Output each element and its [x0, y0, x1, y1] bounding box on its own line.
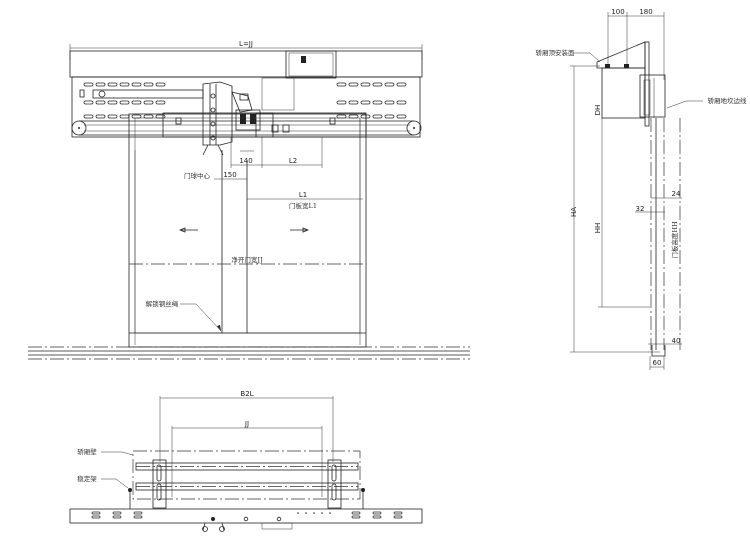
side-sill — [651, 345, 666, 357]
unlock-cable-label: 解锁钢丝绳 — [146, 299, 179, 308]
drive-pulley-icon — [98, 90, 106, 98]
panel-width-label: 门板宽L1 — [289, 201, 317, 210]
header-rail — [69, 50, 423, 78]
dim-ha: HA — [570, 207, 578, 217]
overall-width-dimension: L=JJ — [69, 40, 423, 60]
base-plate — [69, 508, 423, 524]
opening-arrows — [178, 227, 310, 233]
drive-belt-upper — [92, 89, 204, 99]
dim-jj: JJ — [244, 420, 249, 428]
car-wall-label: 轿厢壁 — [77, 447, 97, 456]
door-ball-center-label: 门球中心 — [184, 171, 211, 180]
mount-bracket — [596, 41, 646, 69]
side-door-panel — [650, 118, 681, 357]
panel-height-label: 门板高度HH — [670, 221, 679, 259]
car-top-mount-label: 轿厢顶安装面 — [536, 48, 576, 57]
dim-24: 24 — [672, 190, 681, 198]
dim-180: 180 — [639, 8, 652, 16]
side-view: 100 180 轿厢顶安装面 轿厢地坎边线 HA DH HH 24 32 — [536, 8, 748, 370]
car-wall-outline — [132, 450, 361, 500]
motor-icon — [301, 56, 306, 63]
door-sill — [28, 346, 470, 360]
operator-side-box — [639, 74, 666, 118]
dim-b2l: B2L — [240, 390, 253, 398]
dim-dh: DH — [594, 105, 602, 116]
dim-32: 32 — [636, 205, 645, 213]
door-frame — [128, 113, 367, 348]
clear-opening-label: 净开门宽JJ — [231, 255, 263, 264]
car-sill-edge-label: 轿厢地坎边线 — [708, 96, 748, 105]
motor-box — [285, 50, 337, 79]
dim-60: 60 — [653, 359, 662, 367]
dim-l2: L2 — [289, 157, 297, 165]
dim-140: 140 — [239, 157, 252, 165]
left-bracket — [152, 459, 167, 509]
door-knife-mechanism — [202, 81, 261, 156]
door-rails — [135, 462, 359, 491]
dim-hh: HH — [594, 223, 602, 234]
plate-slots — [83, 82, 407, 119]
base-slots — [91, 511, 403, 519]
dim-150: 150 — [223, 171, 236, 179]
dim-l1: L1 — [299, 191, 307, 199]
front-view: L=JJ — [28, 40, 470, 360]
top-view: B2L JJ 轿厢壁 稳定架 — [69, 390, 423, 532]
stabilizer-label: 稳定架 — [77, 474, 97, 483]
right-bracket — [327, 459, 342, 509]
dim-100: 100 — [611, 8, 624, 16]
dim-40: 40 — [672, 337, 681, 345]
overall-width-label: L=JJ — [239, 40, 253, 48]
